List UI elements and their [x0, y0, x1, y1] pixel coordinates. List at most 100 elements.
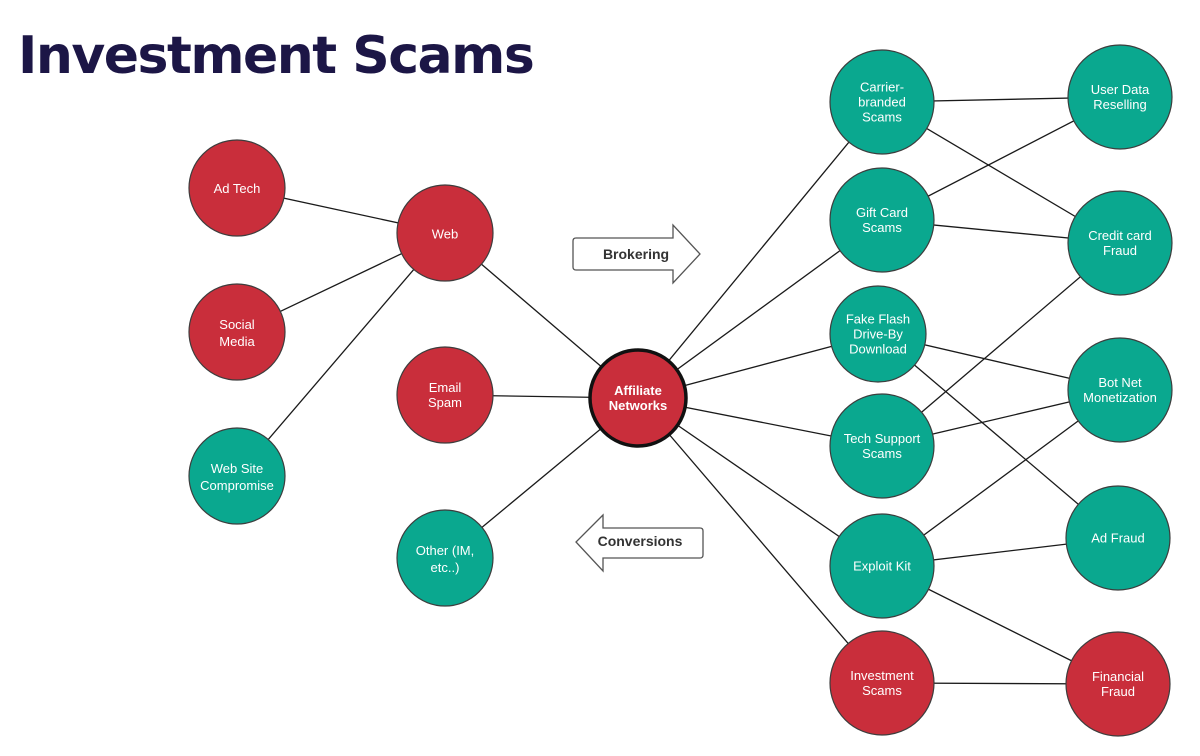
- carrier-branded-scams-label-line: branded: [858, 95, 906, 110]
- credit-card-fraud-label-line: Fraud: [1103, 243, 1137, 258]
- node-ad-tech: Ad Tech: [188, 139, 286, 237]
- fake-flash-download-label-line: Fake Flash: [846, 312, 910, 327]
- user-data-reselling-circle: [1067, 44, 1173, 150]
- node-exploit-kit: Exploit Kit: [829, 513, 935, 619]
- node-ad-fraud: Ad Fraud: [1065, 485, 1171, 591]
- fake-flash-download-label-line: Download: [849, 342, 907, 357]
- node-other: Other (IM, etc..): [396, 509, 494, 607]
- web-site-compromise-label-line: Compromise: [200, 478, 274, 493]
- financial-fraud-circle: [1065, 631, 1171, 737]
- ad-tech-label: Ad Tech: [214, 181, 261, 196]
- other-label-line: Other (IM,: [416, 543, 475, 558]
- ad-tech-circle: [188, 139, 286, 237]
- brokering-label: Brokering: [603, 246, 669, 262]
- investment-scams-label-line: Scams: [862, 683, 902, 698]
- node-web: Web: [396, 184, 494, 282]
- ad-fraud-circle: [1065, 485, 1171, 591]
- other-circle: [396, 509, 494, 607]
- other-label-line: etc..): [431, 560, 460, 575]
- affiliate-networks-label-line: Affiliate: [614, 383, 662, 398]
- web-circle: [396, 184, 494, 282]
- fake-flash-download-label-line: Drive-By: [853, 327, 903, 342]
- brokering-arrow: Brokering: [572, 223, 701, 285]
- social-media-circle: [188, 283, 286, 381]
- web-site-compromise-label-line: Web Site: [211, 461, 264, 476]
- bot-net-monetization-label-line: Bot Net: [1098, 375, 1142, 390]
- page-title: Investment Scams: [18, 26, 535, 86]
- web-label: Web: [432, 227, 459, 242]
- fake-flash-download-circle: [829, 285, 927, 383]
- other-label: Other (IM, etc..): [416, 543, 475, 575]
- gift-card-scams-label-line: Scams: [862, 220, 902, 235]
- conversions-label: Conversions: [598, 533, 683, 549]
- edge-affiliate-networks-to-investment-scams: [637, 397, 883, 684]
- email-spam-label-line: Email: [429, 380, 462, 395]
- gift-card-scams-circle: [829, 167, 935, 273]
- investment-scams-circle: [829, 630, 935, 736]
- ad-fraud-label: Ad Fraud: [1091, 531, 1144, 546]
- brokering-arrow-shape: [572, 223, 701, 285]
- financial-fraud-label-line: Fraud: [1101, 684, 1135, 699]
- email-spam-circle: [396, 346, 494, 444]
- social-media-label-line: Media: [219, 334, 255, 349]
- carrier-branded-scams-label-line: Scams: [862, 110, 902, 125]
- bot-net-monetization-label-line: Monetization: [1083, 390, 1157, 405]
- edge-affiliate-networks-to-carrier-branded-scams: [637, 101, 883, 399]
- affiliate-networks-circle: [588, 348, 688, 448]
- tech-support-scams-circle: [829, 393, 935, 499]
- bot-net-monetization-circle: [1067, 337, 1173, 443]
- carrier-branded-scams-circle: [829, 49, 935, 155]
- ad-fraud-label-line: Ad Fraud: [1091, 531, 1144, 546]
- edge-web-site-compromise-to-web: [236, 232, 446, 477]
- exploit-kit-circle: [829, 513, 935, 619]
- affiliate-networks-label-line: Networks: [609, 398, 668, 413]
- ad-tech-label-line: Ad Tech: [214, 181, 261, 196]
- email-spam-label-line: Spam: [428, 395, 462, 410]
- web-site-compromise-circle: [188, 427, 286, 525]
- user-data-reselling-label-line: Reselling: [1093, 97, 1146, 112]
- tech-support-scams-label-line: Scams: [862, 446, 902, 461]
- credit-card-fraud-circle: [1067, 190, 1173, 296]
- carrier-branded-scams-label-line: Carrier-: [860, 80, 904, 95]
- exploit-kit-label-line: Exploit Kit: [853, 559, 911, 574]
- social-media-label-line: Social: [219, 317, 255, 332]
- conversions-arrow-shape: [575, 513, 704, 573]
- exploit-kit-label: Exploit Kit: [853, 559, 911, 574]
- financial-fraud-label-line: Financial: [1092, 669, 1144, 684]
- investment-scams-label-line: Investment: [850, 668, 914, 683]
- credit-card-fraud-label-line: Credit card: [1088, 228, 1152, 243]
- user-data-reselling-label-line: User Data: [1091, 82, 1150, 97]
- web-label-line: Web: [432, 227, 459, 242]
- tech-support-scams-label-line: Tech Support: [844, 431, 921, 446]
- gift-card-scams-label-line: Gift Card: [856, 205, 908, 220]
- conversions-arrow: Conversions: [575, 513, 704, 573]
